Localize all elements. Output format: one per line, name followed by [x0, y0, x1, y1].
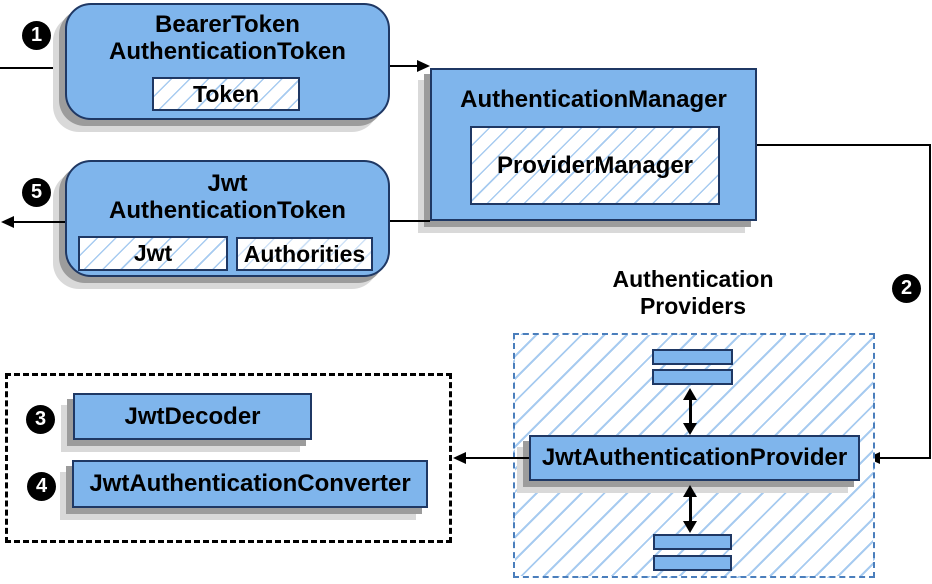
step-4-badge: 4: [27, 472, 56, 501]
flow-line-request-in: [0, 67, 65, 69]
flow-line-step2-top: [757, 144, 931, 146]
jwt-decoder-node: JwtDecoder: [73, 393, 312, 440]
provider-slot-bar-top-1: [652, 349, 733, 365]
arrow-bearer-to-manager-head: [417, 60, 430, 72]
jwt-tools-group: [5, 373, 452, 543]
provider-slot-bar-bottom-2: [653, 555, 732, 571]
token-field: Token: [152, 77, 300, 111]
provider-slot-bar-top-2: [652, 369, 733, 385]
step-1-badge: 1: [22, 21, 51, 50]
step-5-number: 5: [30, 181, 43, 203]
authorities-field: Authorities: [236, 237, 373, 271]
provider-slot-bar-bottom-1: [653, 534, 732, 550]
bearer-token-title-line1: BearerToken: [155, 11, 300, 38]
flow-line-step2-bottom: [879, 457, 930, 459]
jwt-authentication-provider-node: JwtAuthenticationProvider: [529, 435, 860, 481]
arrow-provider-to-group-head: [453, 452, 466, 464]
step-1-number: 1: [30, 24, 43, 46]
bearer-token-title-line2: AuthenticationToken: [109, 38, 346, 65]
authentication-manager-title: AuthenticationManager: [460, 86, 727, 113]
arrow-provider-to-group-line: [465, 457, 529, 459]
step-2-number: 2: [900, 277, 913, 299]
flow-line-step2-vertical: [929, 144, 931, 459]
jwt-field: Jwt: [78, 236, 228, 271]
providers-label-line1: Authentication: [612, 266, 774, 292]
provider-manager-field: ProviderManager: [470, 126, 720, 205]
step-5-badge: 5: [22, 178, 51, 207]
jwt-authentication-converter-node: JwtAuthenticationConverter: [72, 460, 428, 508]
step-4-number: 4: [35, 475, 48, 497]
jwt-token-title-line2: AuthenticationToken: [109, 197, 346, 224]
flow-line-response-out: [12, 221, 65, 223]
step-2-badge: 2: [892, 274, 921, 303]
arrow-bearer-to-manager-line: [390, 65, 420, 67]
step-3-number: 3: [34, 408, 47, 430]
connector-manager-to-jwt-token: [390, 220, 430, 222]
providers-label-line2: Providers: [639, 293, 747, 319]
authentication-providers-label: Authentication Providers: [553, 266, 833, 320]
double-arrow-bottom: [683, 485, 697, 533]
jwt-token-title-line1: Jwt: [207, 170, 248, 197]
step-3-badge: 3: [26, 405, 55, 434]
arrow-response-out-head: [1, 216, 14, 228]
double-arrow-top: [683, 388, 697, 435]
